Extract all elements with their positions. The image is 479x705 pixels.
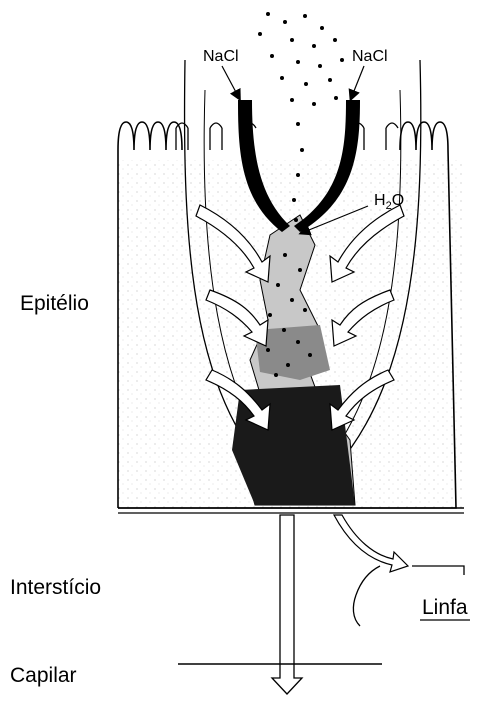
capillary-flow-arrow: [272, 515, 302, 694]
lymph-label: Linfa: [422, 596, 468, 620]
water-label-h: H: [374, 192, 386, 209]
water-label: H2O: [374, 192, 404, 212]
water-label-o: O: [392, 192, 404, 209]
nacl-label-arrows: [222, 66, 364, 96]
epithelium-label: Epitélio: [20, 292, 89, 316]
nacl-right-label: NaCl: [352, 48, 388, 66]
lymph-flow-arrow: [334, 515, 408, 572]
nacl-left-label: NaCl: [203, 48, 239, 66]
interstitium-label: Interstício: [10, 576, 101, 600]
capillary-label: Capilar: [10, 664, 77, 688]
